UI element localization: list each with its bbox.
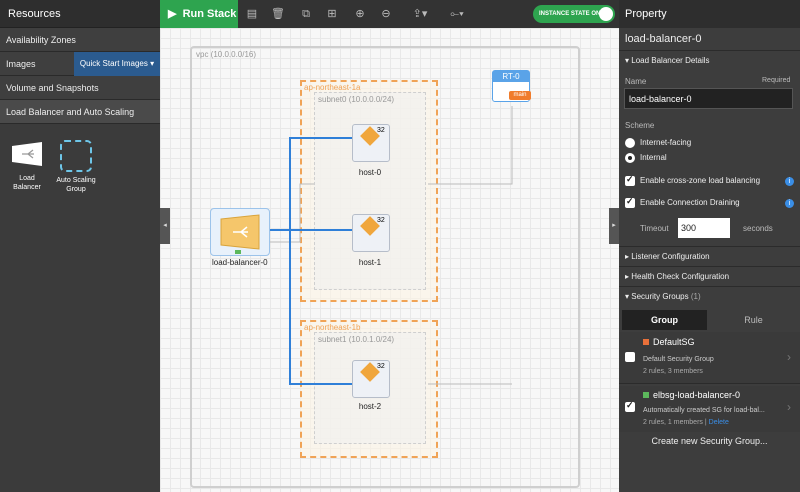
run-stack-button[interactable]: ▶ Run Stack	[160, 0, 238, 28]
host-0-node[interactable]: 32	[352, 124, 390, 162]
connection-draining-checkbox[interactable]	[625, 196, 635, 208]
instance-state-toggle[interactable]: INSTANCE STATE ON	[533, 5, 615, 23]
connection-lines	[270, 106, 513, 385]
sg-desc: Automatically created SG for load-bal...	[643, 407, 765, 414]
vpc-label: vpc (10.0.0.0/16)	[196, 50, 257, 59]
host-0-label: host-0	[358, 168, 382, 177]
sg-elbsg-checkbox[interactable]	[625, 400, 635, 412]
vpc-container[interactable]	[190, 46, 580, 488]
sg-color-swatch	[643, 339, 649, 345]
subnet0-label: subnet0 (10.0.0.0/24)	[318, 95, 395, 104]
tab-group[interactable]: Group	[622, 310, 707, 330]
scheme-label: Scheme	[625, 121, 655, 130]
zoom-out-icon[interactable]: ⊖	[381, 8, 391, 20]
sg-item-defaultsg[interactable]: DefaultSG Default Security Group 2 rules…	[619, 332, 800, 384]
delete-icon[interactable]: 🗑	[271, 8, 285, 20]
chevron-down-icon: ▾	[625, 292, 632, 301]
security-groups-section[interactable]: ▾ Security Groups (1)	[619, 286, 800, 306]
host-2-count: 32	[377, 363, 385, 370]
route-table-name: RT-0	[493, 71, 529, 82]
create-sg-button[interactable]: Create new Security Group...	[651, 436, 768, 446]
resource-heading: load-balancer-0	[625, 33, 702, 45]
lb-status-dot	[235, 250, 241, 254]
property-panel: Property load-balancer-0 ▾ Load Balancer…	[619, 0, 800, 492]
sg-meta: 2 rules, 3 members	[643, 368, 703, 375]
property-title: Property	[619, 0, 800, 28]
cross-zone-checkbox[interactable]	[625, 174, 635, 186]
section-lb-autoscaling[interactable]: Load Balancer and Auto Scaling	[0, 100, 160, 124]
play-icon: ▶	[168, 8, 177, 20]
load-balancer-resource-icon[interactable]	[10, 140, 44, 168]
chevron-right-icon: ›	[787, 400, 791, 414]
lb-details-section[interactable]: ▾ Load Balancer Details	[619, 50, 800, 70]
section-availability-zones[interactable]: Availability Zones	[0, 28, 160, 52]
tab-rule[interactable]: Rule	[744, 315, 763, 325]
resources-title: Resources	[0, 0, 160, 28]
required-label: Required	[762, 77, 791, 84]
health-check-section[interactable]: ▸ Health Check Configuration	[619, 266, 800, 286]
add-icon[interactable]: ⊞	[327, 8, 337, 20]
scheme-internet-facing-radio[interactable]	[625, 138, 635, 148]
toggle-knob	[599, 7, 613, 21]
sg-item-elbsg[interactable]: elbsg-load-balancer-0 Automatically crea…	[619, 386, 800, 432]
route-table-node[interactable]: RT-0 main	[492, 70, 531, 102]
sg-desc: Default Security Group	[643, 356, 714, 363]
left-panel-collapse-handle[interactable]: ◂	[160, 208, 170, 244]
host-0-count: 32	[377, 127, 385, 134]
load-balancer-icon	[220, 214, 260, 250]
design-canvas[interactable]: vpc (10.0.0.0/16) ap-northeast-1a subnet…	[160, 28, 619, 492]
chevron-right-icon: ›	[787, 350, 791, 364]
section-images[interactable]: Images Quick Start Images ▾	[0, 52, 160, 76]
sg-defaultsg-checkbox[interactable]	[625, 352, 635, 362]
host-1-count: 32	[377, 217, 385, 224]
info-icon[interactable]: i	[785, 199, 794, 208]
az-1b-label: ap-northeast-1b	[304, 323, 361, 332]
export-icon[interactable]: ⇪▾	[412, 8, 428, 20]
subnet1-label: subnet1 (10.0.1.0/24)	[318, 335, 395, 344]
subnet0[interactable]	[314, 92, 426, 290]
chevron-down-icon: ▾	[625, 56, 632, 65]
load-balancer-resource-label: Load Balancer	[13, 175, 41, 191]
load-balancer-label: load-balancer-0	[212, 258, 268, 267]
timeout-unit: seconds	[743, 224, 773, 233]
auto-scaling-group-resource-label: Auto Scaling Group	[56, 177, 96, 193]
sg-meta: 2 rules, 1 members | Delete	[643, 419, 729, 426]
right-panel-collapse-handle[interactable]: ▸	[609, 208, 619, 244]
sg-color-swatch	[643, 392, 649, 398]
host-1-label: host-1	[358, 258, 382, 267]
save-icon[interactable]: ▤	[246, 8, 258, 20]
scheme-internal-label: Internal	[640, 153, 667, 162]
cross-zone-label: Enable cross-zone load balancing	[640, 176, 761, 185]
name-input[interactable]: load-balancer-0	[624, 88, 793, 109]
name-label: Name	[625, 77, 647, 86]
az-1a-label: ap-northeast-1a	[304, 83, 361, 92]
timeout-label: Timeout	[640, 224, 669, 233]
toolbar: ▶ Run Stack ▤ 🗑 ⧉ ⊞ ⊕ ⊖ ⇪▾ ⟜▾ INSTANCE S…	[160, 0, 619, 28]
timeout-input[interactable]: 300	[678, 218, 730, 238]
duplicate-icon[interactable]: ⧉	[302, 8, 310, 20]
info-icon[interactable]: i	[785, 177, 794, 186]
quick-start-images-dropdown[interactable]: Quick Start Images ▾	[74, 52, 160, 76]
listener-config-section[interactable]: ▸ Listener Configuration	[619, 246, 800, 266]
connection-draining-label: Enable Connection Draining	[640, 198, 740, 207]
section-volume-snapshots[interactable]: Volume and Snapshots	[0, 76, 160, 100]
chevron-right-icon: ▸	[625, 272, 632, 281]
chevron-right-icon: ▸	[625, 252, 632, 261]
route-table-main-tag: main	[509, 91, 531, 100]
host-2-label: host-2	[358, 402, 382, 411]
host-1-node[interactable]: 32	[352, 214, 390, 252]
sg-name: DefaultSG	[653, 337, 695, 347]
load-balancer-node[interactable]	[210, 208, 270, 256]
zoom-in-icon[interactable]: ⊕	[355, 8, 365, 20]
scheme-internal-radio[interactable]	[625, 153, 635, 163]
host-2-node[interactable]: 32	[352, 360, 390, 398]
sg-count: (1)	[690, 292, 701, 301]
line-style-icon[interactable]: ⟜▾	[450, 8, 464, 20]
scheme-internet-facing-label: Internet-facing	[640, 138, 692, 147]
resources-panel: Resources Availability Zones Images Quic…	[0, 0, 160, 492]
sg-name: elbsg-load-balancer-0	[653, 390, 741, 400]
auto-scaling-group-resource-icon[interactable]	[60, 140, 92, 172]
delete-sg-link[interactable]: Delete	[708, 419, 729, 426]
